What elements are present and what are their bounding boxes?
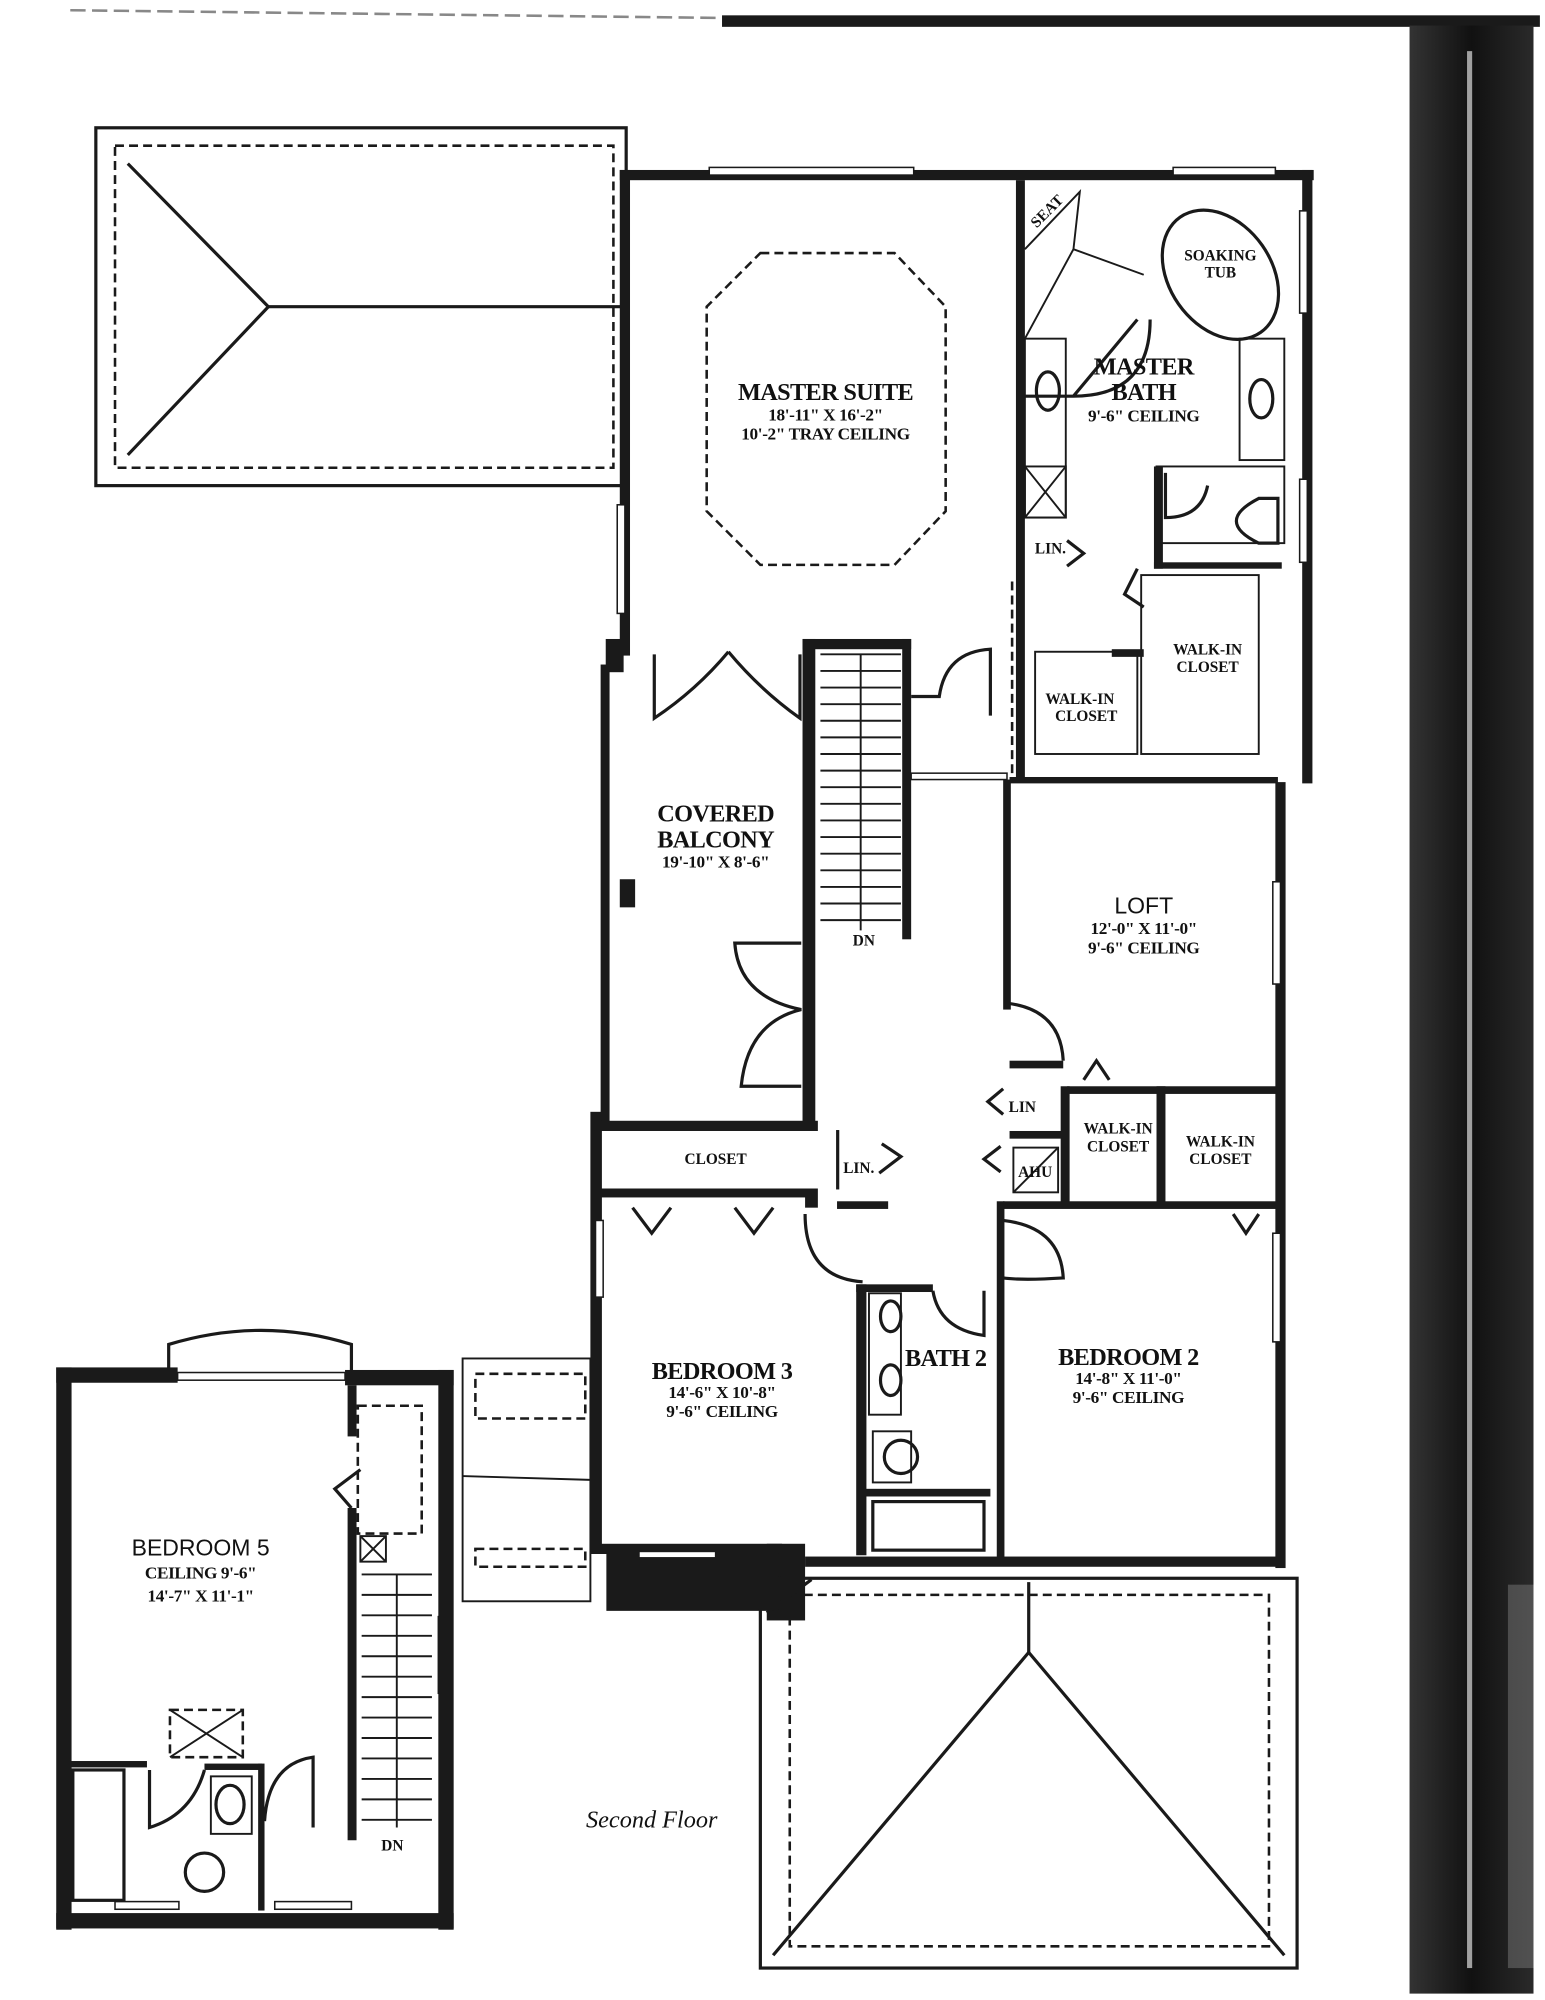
soaking-tub-icon [1160,208,1281,341]
closet-label: CLOSET [1087,1138,1149,1155]
bathtub-icon [71,1768,126,1902]
bedroom-5: BEDROOM 5 CEILING 9'-6" 14'-7" X 11'-1" [56,1328,454,1930]
tub-label: SOAKING [1184,248,1256,265]
sink-icon [1034,370,1061,412]
room-ceiling: 9'-6" CEILING [666,1402,777,1421]
closet-label: WALK-IN [1084,1121,1153,1138]
roof-top-left [94,126,628,488]
linen-label: LIN [1009,1099,1036,1116]
bedroom-2: BEDROOM 2 14'-8" X 11'-0" 9'-6" CEILING [1058,1344,1200,1407]
skylight-icon [169,1709,244,1758]
bedroom-3: BEDROOM 3 14'-6" X 10'-8" 9'-6" CEILING [652,1358,794,1421]
room-size: 19'-10" X 8'-6" [662,853,769,872]
room-ceiling: 9'-6" CEILING [1088,938,1199,957]
room-ceiling: 10'-2" TRAY CEILING [741,425,909,444]
bath-2: BATH 2 [862,1290,991,1552]
french-door-icon [652,650,802,722]
connector-walkway [461,1357,592,1603]
linen-label: LIN. [843,1160,874,1177]
loft: LOFT 12'-0" X 11'-0" 9'-6" CEILING LIN A… [981,893,1261,1281]
master-suite: MASTER SUITE 18'-11" X 16'-2" 10'-2" TRA… [705,251,947,567]
toilet-icon [1234,496,1280,545]
room-size: 14'-6" X 10'-8" [668,1383,775,1402]
linen-label: LIN. [1035,540,1066,557]
hall-closet: CLOSET LIN. [631,1130,904,1284]
room-name: BATH [1112,379,1177,406]
room-name: BALCONY [657,826,775,853]
room-name: COVERED [657,801,774,828]
closet-label: CLOSET [1055,708,1117,725]
plan-caption: Second Floor [586,1806,718,1833]
door-icon [147,1769,207,1830]
room-ceiling: 9'-6" CEILING [1073,1388,1184,1407]
stair-down-label: DN [853,933,875,950]
shower-icon [1024,465,1067,519]
room-size: 18'-11" X 16'-2" [768,405,883,424]
door-icon [733,941,802,1088]
bathtub-icon [871,1499,986,1552]
door-icon [262,1755,315,1828]
staircase-2 [361,1573,432,1828]
room-size: 14'-8" X 11'-0" [1075,1369,1181,1388]
tub-label: TUB [1205,264,1237,281]
sink-icon [214,1783,246,1826]
room-name: MASTER [1094,353,1195,380]
room-name: MASTER SUITE [738,379,913,406]
sink-icon [878,1363,903,1398]
closet-label: WALK-IN [1186,1133,1255,1150]
windows [114,166,1309,1911]
closet-label: WALK-IN [1045,691,1114,708]
room-name: BEDROOM 5 [132,1534,270,1560]
toilet-icon [183,1851,226,1893]
room-name: BEDROOM 2 [1058,1344,1199,1371]
main-house-walls [590,169,1314,1621]
room-size: 12'-0" X 11'-0" [1091,919,1197,938]
stair-down-label: DN [381,1837,403,1854]
closet-label: CLOSET [1177,659,1239,676]
closet-label: CLOSET [1189,1151,1251,1168]
roof-bottom [758,1576,1299,1970]
closet-label: WALK-IN [1173,641,1242,658]
room-ceiling: 9'-6" CEILING [1088,407,1199,426]
master-bath: SEAT SOAKING TUB MASTER BATH 9'-6" CEILI… [1010,188,1286,780]
scan-edge [70,8,1540,1994]
toilet-icon [882,1438,920,1476]
ahu-label: AHU [1018,1164,1052,1181]
staircase [820,653,901,931]
bay-window-icon [167,1328,354,1370]
closet-label: CLOSET [685,1151,747,1168]
room-name: LOFT [1114,893,1173,919]
room-size: 14'-7" X 11'-1" [147,1586,253,1605]
door-icon [911,647,992,716]
room-name: BATH 2 [905,1345,987,1372]
covered-balcony: COVERED BALCONY 19'-10" X 8'-6" [619,650,802,1088]
sink-icon [878,1299,903,1334]
room-name: BEDROOM 3 [652,1358,793,1385]
sink-icon [1248,377,1275,420]
room-ceiling: CEILING 9'-6" [145,1563,256,1582]
